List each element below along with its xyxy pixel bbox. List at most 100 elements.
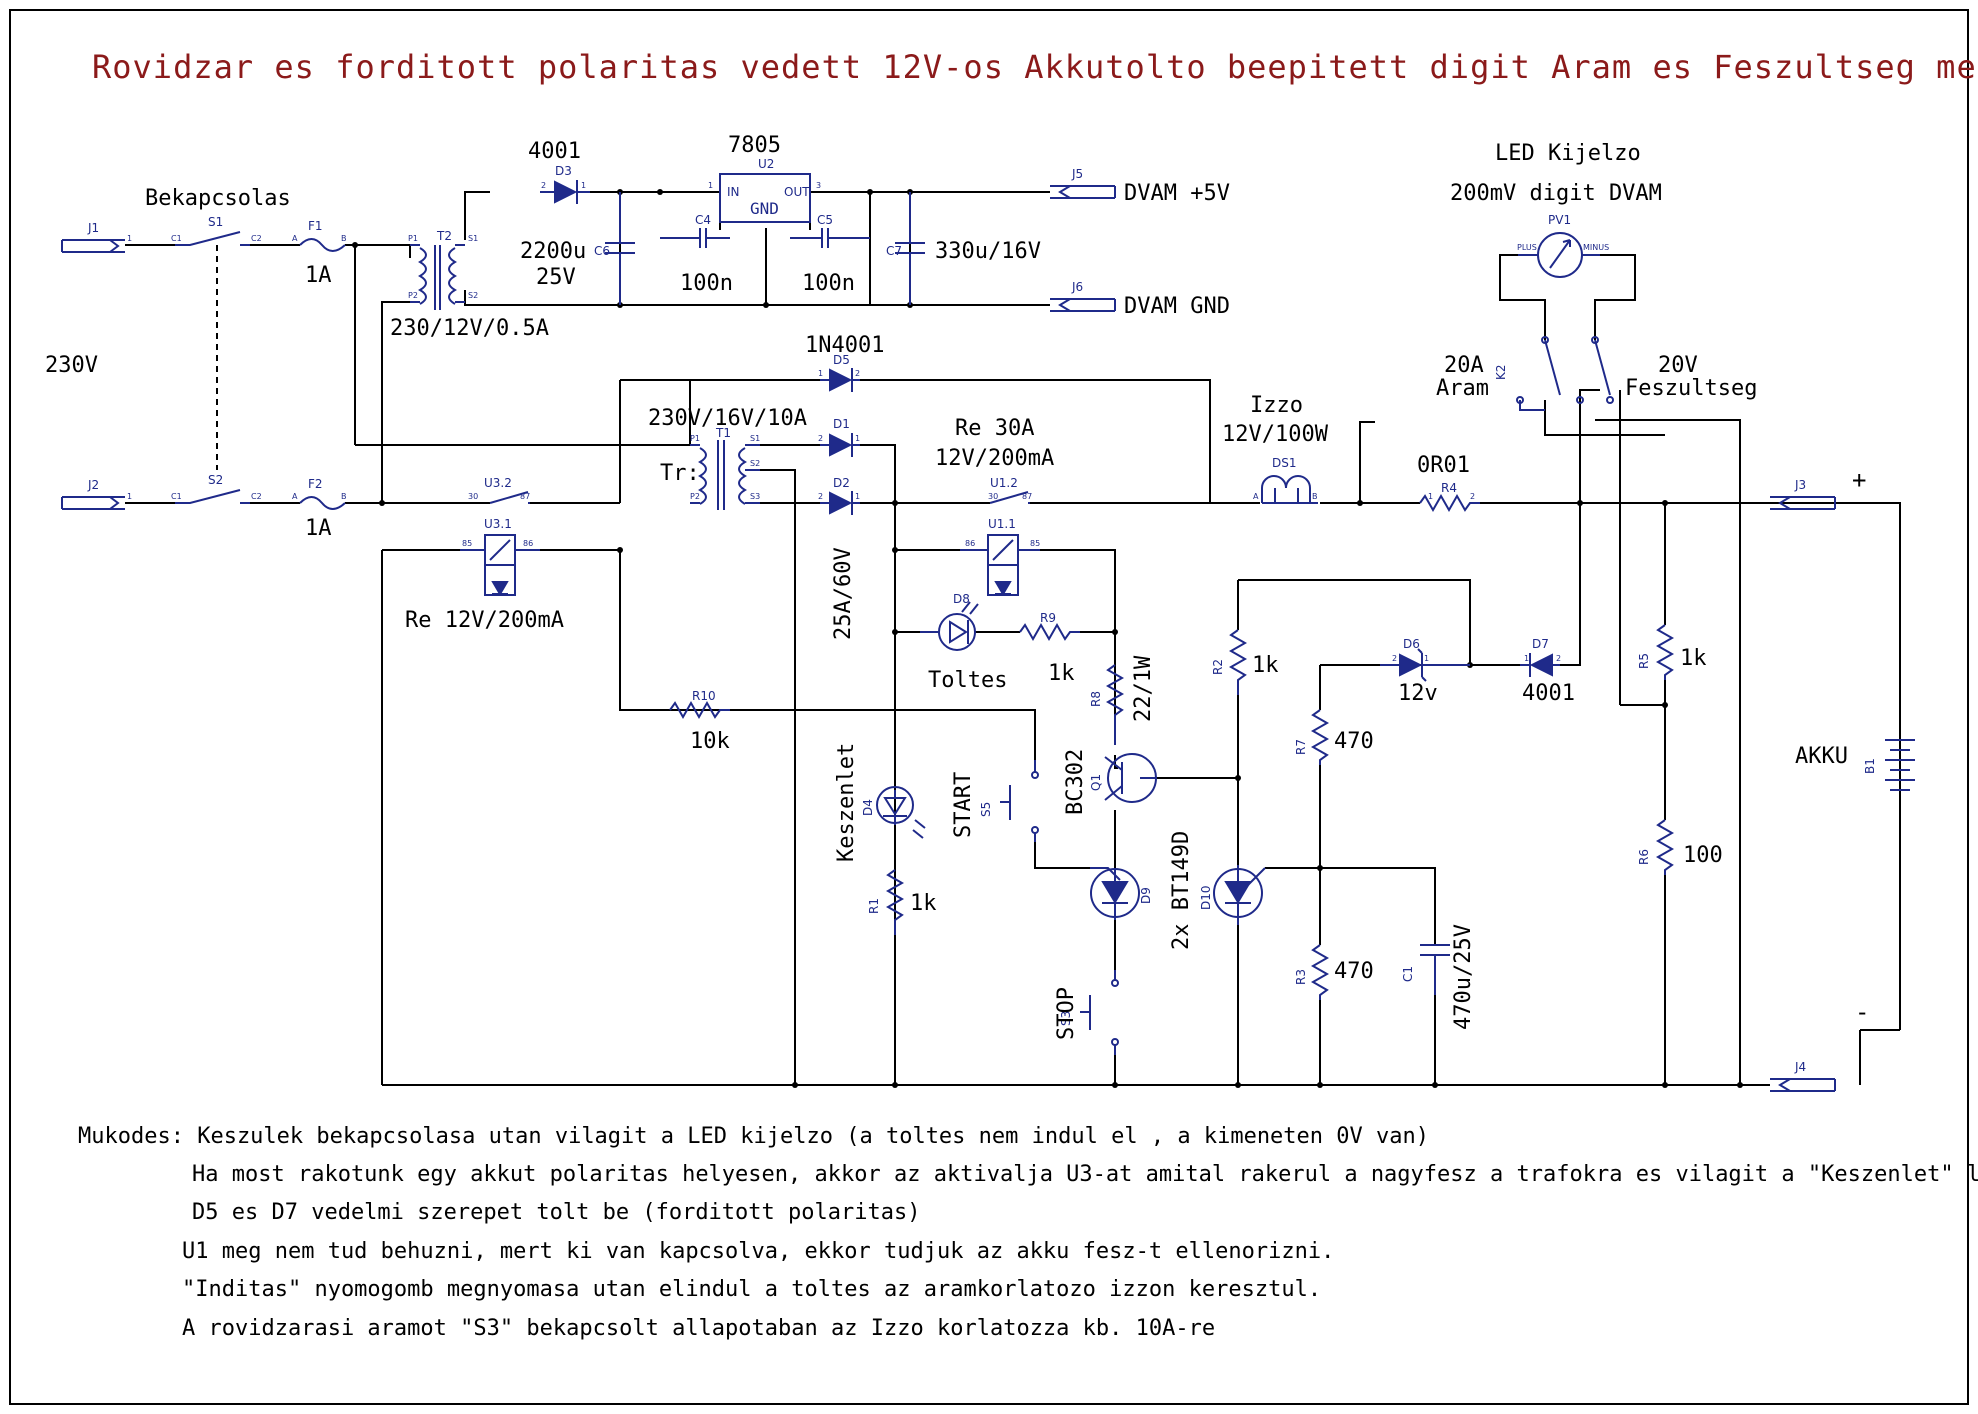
svg-text:1: 1: [127, 234, 132, 243]
svg-text:P1: P1: [690, 434, 700, 443]
relay-coil-u1-1: U1.1: [960, 517, 1040, 596]
pushbutton-s5: S5: [979, 760, 1039, 842]
resistor-r3: R3: [1294, 944, 1330, 1000]
svg-text:U1.1: U1.1: [988, 517, 1016, 531]
svg-text:C7: C7: [886, 244, 902, 258]
svg-text:2: 2: [818, 492, 823, 501]
diode-d5: D5: [820, 353, 860, 392]
svg-text:PV1: PV1: [1548, 213, 1571, 227]
svg-text:30: 30: [468, 492, 478, 501]
transistor-q1: Q1: [1089, 753, 1157, 803]
connector-j1: J1: [61, 221, 125, 253]
svg-text:C6: C6: [594, 244, 610, 258]
description-line-2: Ha most rakotunk egy akkut polaritas hel…: [192, 1162, 1978, 1187]
svg-text:86: 86: [965, 539, 975, 548]
svg-text:2: 2: [1556, 654, 1561, 663]
description-line-1: Mukodes: Keszulek bekapcsolasa utan vila…: [78, 1124, 1429, 1149]
svg-text:C4: C4: [695, 213, 711, 227]
svg-text:S3: S3: [1059, 1011, 1073, 1026]
svg-text:R1: R1: [867, 898, 881, 914]
svg-text:GND: GND: [750, 199, 779, 218]
svg-text:1: 1: [1524, 654, 1529, 663]
svg-text:R10: R10: [692, 689, 716, 703]
svg-text:R3: R3: [1294, 969, 1308, 985]
svg-text:1: 1: [1424, 654, 1429, 663]
resistor-r8: R8: [1089, 664, 1125, 745]
svg-text:J1: J1: [87, 221, 99, 235]
label-d7-type: 4001: [1522, 681, 1575, 706]
description-block: Mukodes: Keszulek bekapcsolasa utan vila…: [78, 1124, 1978, 1341]
svg-text:F2: F2: [308, 477, 323, 491]
svg-text:S2: S2: [468, 291, 478, 300]
relay-coil-u3-1: U3.1: [460, 517, 540, 596]
svg-text:PLUS: PLUS: [1517, 243, 1537, 252]
svg-text:S5: S5: [979, 802, 993, 817]
svg-text:T2: T2: [436, 229, 452, 243]
svg-text:D4: D4: [861, 799, 875, 816]
label-fesz-line2: Feszultseg: [1625, 376, 1757, 401]
svg-text:S2: S2: [208, 473, 223, 487]
svg-text:IN: IN: [727, 185, 740, 199]
svg-text:D8: D8: [953, 592, 970, 606]
resistor-r10: R10: [669, 689, 730, 720]
svg-text:MINUS: MINUS: [1583, 243, 1609, 252]
label-r6-value: 100: [1683, 843, 1723, 868]
label-c1-value: 470u/25V: [1451, 924, 1476, 1030]
svg-text:2: 2: [818, 434, 823, 443]
svg-text:J3: J3: [1794, 478, 1806, 492]
label-r8-value: 22/1W: [1131, 655, 1156, 722]
svg-text:1: 1: [855, 492, 860, 501]
relay-contact-u3-2: U3.2: [484, 476, 530, 504]
svg-text:Q1: Q1: [1089, 774, 1103, 791]
svg-text:30: 30: [988, 492, 998, 501]
label-akku: AKKU: [1795, 744, 1848, 769]
description-line-5: "Inditas" nyomogomb megnyomasa utan elin…: [182, 1277, 1321, 1302]
svg-text:2: 2: [1470, 492, 1475, 501]
svg-text:R4: R4: [1441, 481, 1457, 495]
svg-text:D6: D6: [1403, 637, 1420, 651]
connector-j4: J4: [1770, 1060, 1836, 1092]
svg-text:K2: K2: [1494, 364, 1508, 380]
transformer-t1: T1: [690, 426, 760, 510]
label-toltes: Toltes: [928, 668, 1007, 693]
schematic-title: Rovidzar es forditott polaritas vedett 1…: [92, 48, 1978, 86]
svg-text:F1: F1: [308, 219, 323, 233]
label-aram-line1: 20A: [1444, 353, 1484, 378]
svg-text:S1: S1: [750, 434, 760, 443]
svg-text:C1: C1: [171, 492, 182, 501]
label-d5-type: 1N4001: [805, 333, 884, 358]
label-led-kijelzo: LED Kijelzo: [1495, 141, 1641, 166]
thyristor-d10: D10: [1199, 865, 1266, 925]
svg-text:P2: P2: [690, 492, 700, 501]
svg-text:J2: J2: [87, 478, 99, 492]
svg-text:2: 2: [1392, 654, 1397, 663]
label-r4-value: 0R01: [1417, 453, 1470, 478]
svg-text:D1: D1: [833, 417, 850, 431]
svg-text:1: 1: [708, 181, 713, 190]
svg-text:R7: R7: [1294, 739, 1308, 755]
fuse-f2: F2: [299, 477, 346, 510]
label-t2-rating: 230/12V/0.5A: [390, 316, 549, 341]
label-q1-type: BC302: [1063, 749, 1088, 815]
description-line-3: D5 es D7 vedelmi szerepet tolt be (fordi…: [192, 1200, 920, 1225]
svg-text:R2: R2: [1211, 659, 1225, 675]
label-izzo-line2: 12V/100W: [1222, 422, 1329, 447]
svg-text:D7: D7: [1532, 637, 1549, 651]
svg-text:J6: J6: [1071, 280, 1083, 294]
label-u2-type: 7805: [728, 133, 781, 158]
svg-text:85: 85: [462, 539, 472, 548]
label-t1-rating: 230V/16V/10A: [648, 406, 807, 431]
svg-text:DS1: DS1: [1272, 456, 1297, 470]
label-mains-voltage: 230V: [45, 353, 98, 378]
fuse-f1: F1: [299, 219, 346, 252]
relay-contact-u1-2: U1.2: [989, 476, 1030, 504]
svg-text:R9: R9: [1040, 611, 1056, 625]
diode-d3: D3: [540, 164, 590, 204]
label-dvam-5v: DVAM +5V: [1124, 181, 1230, 206]
label-d3-type: 4001: [528, 139, 581, 164]
svg-text:R5: R5: [1637, 653, 1651, 669]
svg-text:B: B: [1312, 492, 1318, 501]
svg-text:87: 87: [520, 492, 530, 501]
